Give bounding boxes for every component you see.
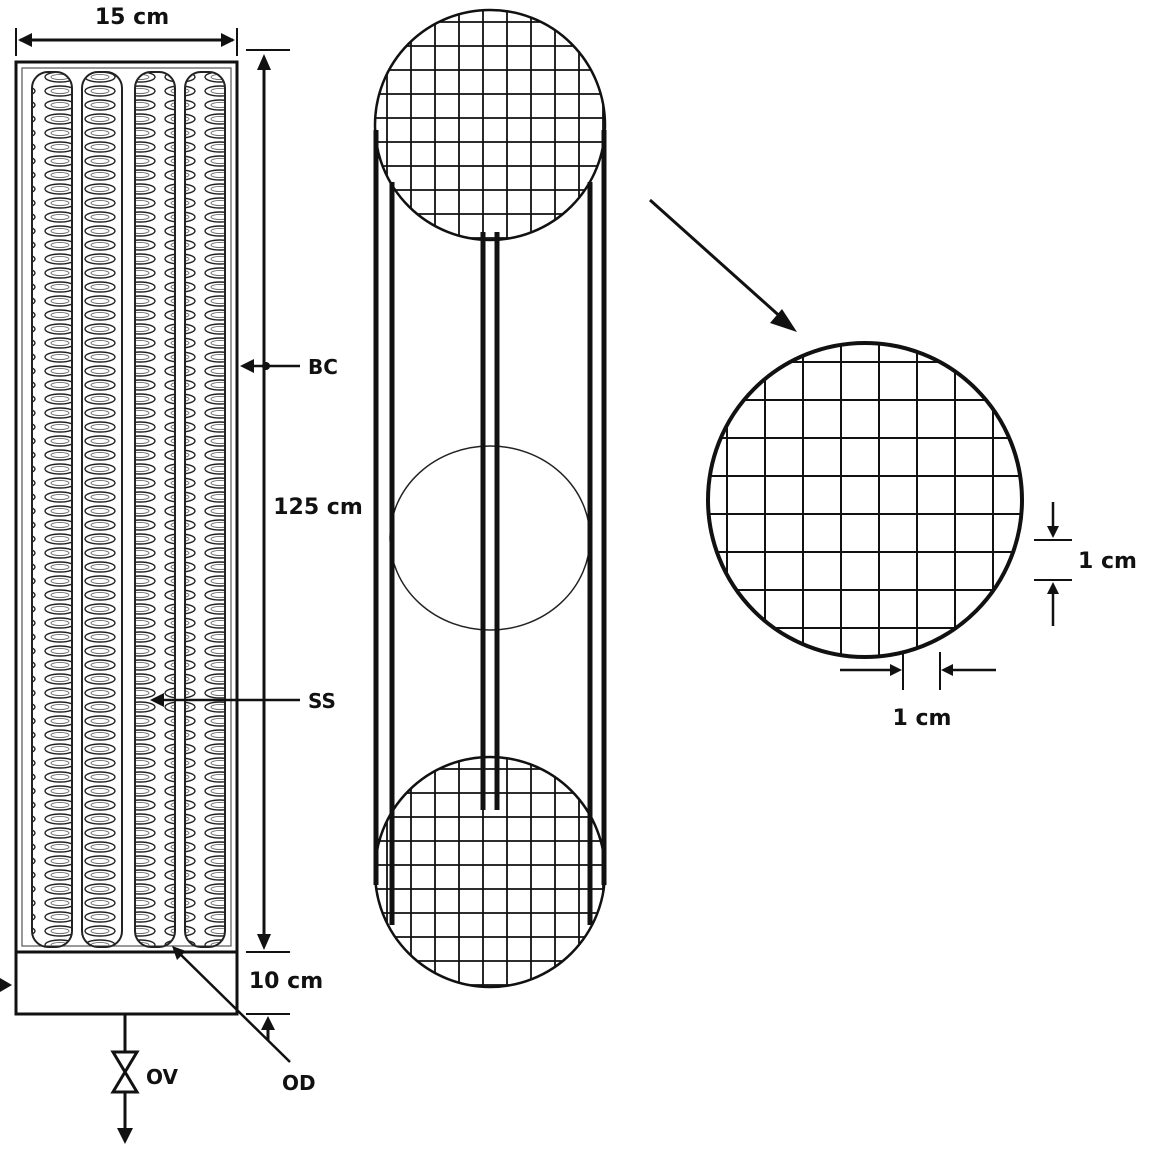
outlet-arrowhead bbox=[117, 1128, 133, 1144]
outlet-valve bbox=[110, 1050, 140, 1094]
reactor-column bbox=[0, 60, 239, 1144]
mesh-vertical-dimension bbox=[1034, 502, 1072, 626]
ss-pointer bbox=[150, 693, 300, 707]
bc-label: BC bbox=[308, 355, 338, 379]
mesh-vertical-label: 1 cm bbox=[1078, 549, 1137, 574]
tube-column-4 bbox=[184, 71, 226, 948]
width-dimension bbox=[15, 28, 238, 56]
tube-column-1 bbox=[31, 71, 73, 948]
height-dimension bbox=[246, 49, 290, 953]
od-label: OD bbox=[282, 1071, 316, 1095]
ov-label: OV bbox=[146, 1065, 178, 1089]
tube-column-2 bbox=[81, 71, 123, 948]
od-pointer bbox=[172, 946, 291, 1063]
enlarged-mesh bbox=[706, 341, 1024, 659]
bottom-mesh-disc bbox=[373, 755, 607, 989]
mesh-cage bbox=[373, 8, 607, 989]
ss-label: SS bbox=[308, 689, 336, 713]
bc-pointer bbox=[240, 359, 300, 373]
width-label: 15 cm bbox=[95, 5, 169, 30]
mesh-horizontal-label: 1 cm bbox=[893, 706, 952, 731]
middle-ring bbox=[389, 445, 591, 631]
base-label: 10 cm bbox=[249, 969, 323, 994]
height-label: 125 cm bbox=[273, 495, 363, 520]
reactor-inner-wall bbox=[21, 67, 232, 947]
mesh-horizontal-dimension bbox=[840, 652, 996, 690]
reactor-base bbox=[14, 950, 239, 1016]
tube-column-3 bbox=[134, 71, 176, 948]
inlet-arrowhead bbox=[0, 978, 12, 992]
zoom-arrow bbox=[648, 198, 797, 332]
base-dimension bbox=[246, 1013, 290, 1040]
top-mesh-disc bbox=[373, 8, 607, 242]
tube-stack bbox=[31, 71, 226, 948]
